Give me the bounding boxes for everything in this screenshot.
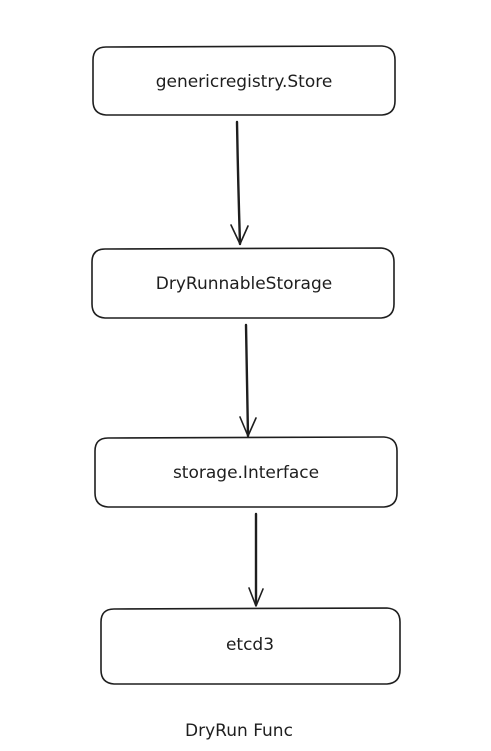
arrow-store-to-dryrunnable [230, 120, 249, 246]
node-label: genericregistry.Store [156, 72, 333, 92]
node-box [92, 45, 396, 116]
node-dry-runnable-storage: DryRunnableStorage [91, 247, 395, 319]
node-label: DryRunnableStorage [156, 274, 332, 294]
node-label: storage.Interface [173, 463, 319, 483]
node-generic-registry-store: genericregistry.Store [92, 45, 396, 116]
arrow-interface-to-etcd3 [248, 512, 264, 607]
arrowhead-icon [239, 416, 257, 437]
node-storage-interface: storage.Interface [94, 436, 398, 508]
arrowhead-icon [230, 224, 249, 245]
arrowhead-icon [248, 587, 264, 607]
node-box [100, 607, 401, 685]
node-label: etcd3 [226, 635, 274, 655]
node-box [94, 436, 398, 508]
node-box [91, 247, 395, 319]
arrow-dryrunnable-to-interface [239, 323, 257, 438]
diagram-caption: DryRun Func [185, 721, 293, 741]
node-etcd3: etcd3 [100, 607, 401, 685]
